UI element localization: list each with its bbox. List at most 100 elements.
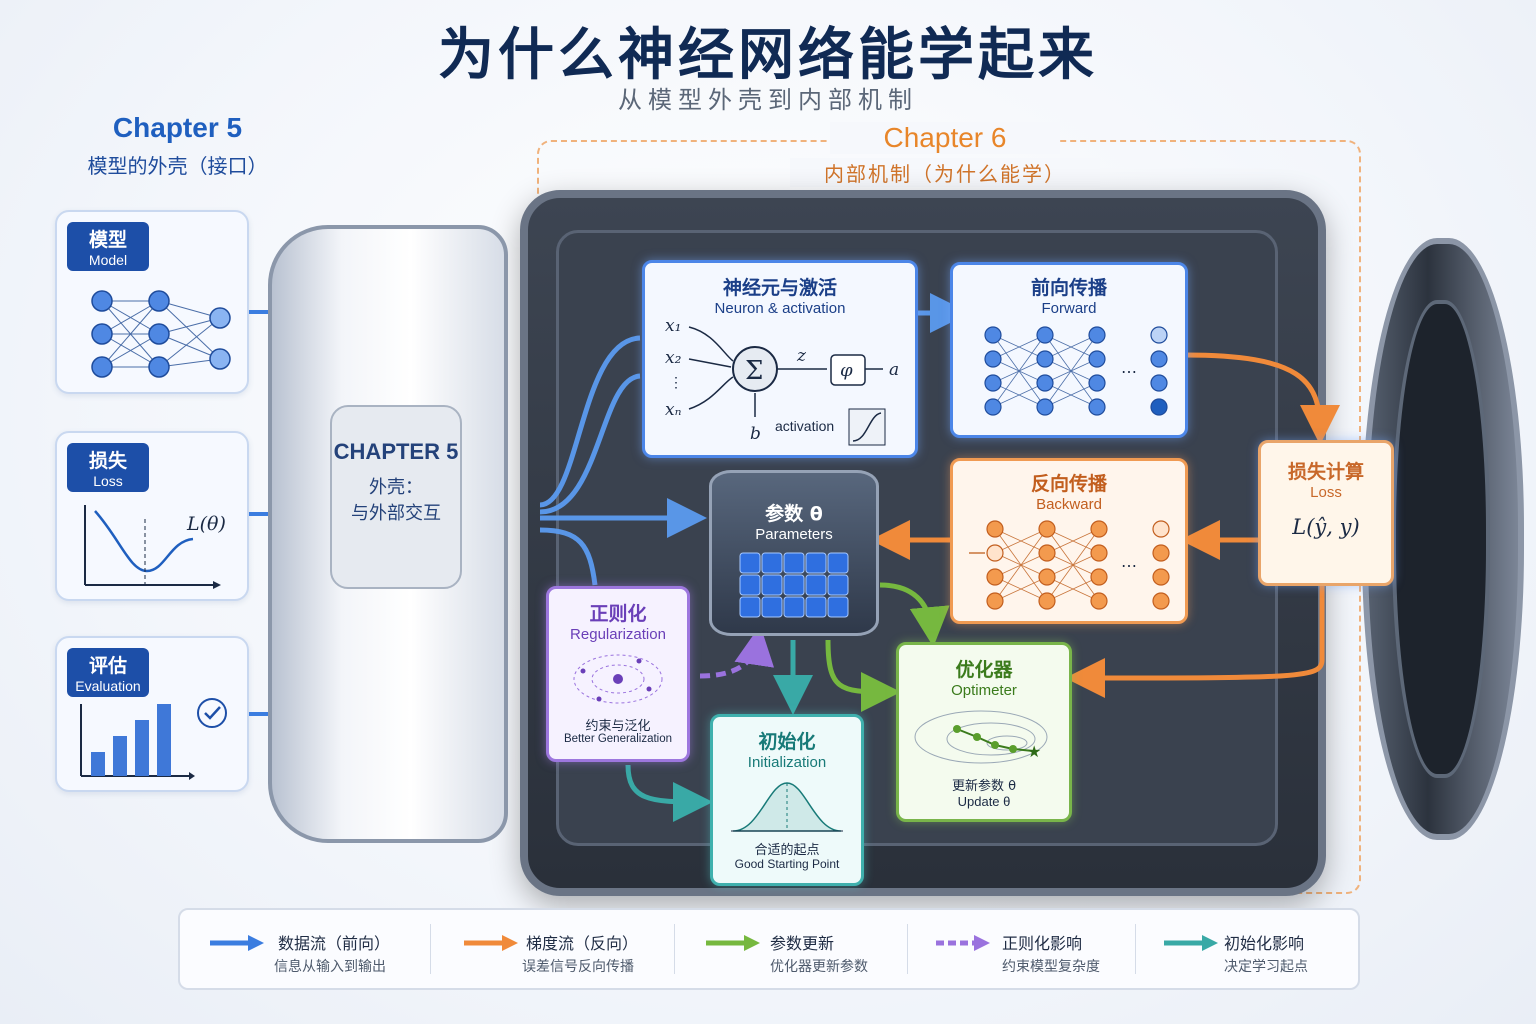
optimizer-caption-zh: 更新参数 θ xyxy=(951,779,1017,794)
svg-text:⋯: ⋯ xyxy=(1121,556,1137,575)
neuron-title-en: Neuron & activation xyxy=(714,300,846,317)
backward-module: 反向传播 Backward ⋯ xyxy=(950,458,1188,624)
legend-divider xyxy=(674,924,675,974)
svg-text:x₁: x₁ xyxy=(665,316,681,336)
forward-network-icon: ⋯ xyxy=(984,326,1168,416)
legend-update-title: 参数更新 xyxy=(770,934,835,953)
legend-forward-title: 数据流（前向） xyxy=(278,934,391,953)
shell-panel: CHAPTER 5 外壳： 与外部交互 xyxy=(330,405,462,589)
svg-text:⋮: ⋮ xyxy=(669,375,683,391)
initialization-title-en: Initialization xyxy=(747,754,827,771)
loss-title-en: Loss xyxy=(1310,484,1342,501)
legend-item-forward: 数据流（前向） 信息从输入到输出 xyxy=(204,910,434,988)
model-badge-zh: 模型 xyxy=(88,229,127,251)
shell-line2: 与外部交互 xyxy=(351,503,441,524)
svg-text:⋯: ⋯ xyxy=(1121,362,1137,381)
orange-arrow-icon xyxy=(464,935,518,951)
loss-title-zh: 损失计算 xyxy=(1287,461,1364,483)
chapter6-subtitle: 内部机制（为什么能学） xyxy=(790,158,1100,187)
backward-network-icon: ⋯ xyxy=(969,520,1170,610)
initialization-title-zh: 初始化 xyxy=(758,731,816,753)
model-badge-en: Model xyxy=(88,252,128,268)
svg-text:Σ: Σ xyxy=(745,356,763,386)
regularization-caption-zh: 约束与泛化 xyxy=(585,719,651,734)
legend-item-regularization: 正则化影响 约束模型复杂度 xyxy=(934,910,1144,988)
page-title: 为什么神经网络能学起来 xyxy=(438,23,1098,88)
initialization-module: 初始化 Initialization 合适的起点 Good Starting P… xyxy=(710,714,864,886)
legend: 数据流（前向） 信息从输入到输出 梯度流（反向） 误差信号反向传播 参数更新 优… xyxy=(178,908,1360,990)
page-subtitle: 从模型外壳到内部机制 xyxy=(618,86,918,114)
forward-title-en: Forward xyxy=(1041,300,1097,317)
model-badge: 模型 Model xyxy=(67,222,149,271)
loss-module-formula: L(ŷ, y) xyxy=(1292,515,1360,539)
loss-badge: 损失 Loss xyxy=(67,443,149,492)
shell-title: CHAPTER 5 xyxy=(333,439,459,464)
parameters-module: 参数 θ Parameters xyxy=(709,470,879,636)
regularization-module: 正则化 Regularization 约束与泛化 Better Generali… xyxy=(546,586,690,762)
chapter6-title: Chapter 6 xyxy=(830,122,1060,154)
loss-badge-zh: 损失 xyxy=(88,450,127,472)
bar-chart-icon xyxy=(80,698,227,780)
legend-update-desc: 优化器更新参数 xyxy=(770,959,868,975)
legend-regularization-title: 正则化影响 xyxy=(1002,934,1083,953)
evaluation-badge-zh: 评估 xyxy=(88,655,127,677)
backward-title-en: Backward xyxy=(1036,496,1102,513)
chapter5-subtitle: 模型的外壳（接口） xyxy=(87,154,268,178)
legend-divider xyxy=(907,924,908,974)
svg-text:★: ★ xyxy=(1027,742,1041,761)
shell-line1: 外壳： xyxy=(369,477,423,498)
loss-curve-icon xyxy=(84,505,221,589)
optimization-path-icon: ★ xyxy=(914,710,1048,764)
forward-title-zh: 前向传播 xyxy=(1030,277,1107,299)
loss-formula: L(θ) xyxy=(187,513,226,535)
parameter-cube-icon xyxy=(739,552,849,618)
svg-text:z: z xyxy=(796,346,807,366)
regularization-title-zh: 正则化 xyxy=(589,603,647,625)
purple-dashed-arrow-icon xyxy=(936,935,990,951)
legend-initialization-desc: 决定学习起点 xyxy=(1224,959,1308,975)
network-icon xyxy=(91,290,231,378)
loss-badge-en: Loss xyxy=(93,473,123,489)
gaussian-curve-icon xyxy=(731,782,843,832)
svg-text:φ: φ xyxy=(840,360,853,381)
blue-arrow-icon xyxy=(210,935,264,951)
legend-initialization-title: 初始化影响 xyxy=(1224,934,1305,953)
initialization-caption-zh: 合适的起点 xyxy=(754,843,820,858)
svg-text:x₂: x₂ xyxy=(665,348,682,368)
model-card: 模型 Model xyxy=(55,210,249,394)
forward-module: 前向传播 Forward ⋯ xyxy=(950,262,1188,438)
legend-item-update: 参数更新 优化器更新参数 xyxy=(700,910,910,988)
optimizer-caption-en: Update θ xyxy=(957,794,1011,809)
svg-text:xₙ: xₙ xyxy=(665,400,682,420)
optimizer-title-en: Optimeter xyxy=(951,682,1017,699)
svg-text:a: a xyxy=(889,360,899,380)
optimizer-title-zh: 优化器 xyxy=(955,659,1013,681)
loss-module: 损失计算 Loss L(ŷ, y) xyxy=(1258,440,1394,586)
loss-card: 损失 Loss L(θ) xyxy=(55,431,249,601)
legend-forward-desc: 信息从输入到输出 xyxy=(274,959,386,975)
neuron-title-zh: 神经元与激活 xyxy=(722,277,837,299)
legend-divider xyxy=(1135,924,1136,974)
green-arrow-icon xyxy=(706,935,760,951)
legend-item-initialization: 初始化影响 决定学习起点 xyxy=(1162,910,1352,988)
initialization-caption-en: Good Starting Point xyxy=(734,857,840,871)
regularization-caption-en: Better Generalization xyxy=(563,733,673,745)
evaluation-card: 评估 Evaluation xyxy=(55,636,249,792)
evaluation-badge: 评估 Evaluation xyxy=(67,648,149,697)
svg-text:b: b xyxy=(750,424,761,444)
neuron-activation-module: 神经元与激活 Neuron & activation x₁ x₂ ⋮ xₙ Σ … xyxy=(642,260,918,458)
legend-gradient-title: 梯度流（反向） xyxy=(526,934,639,953)
vault-door-inner xyxy=(1392,300,1490,778)
legend-regularization-desc: 约束模型复杂度 xyxy=(1002,959,1100,975)
constraint-orbit-icon xyxy=(573,654,663,704)
legend-gradient-desc: 误差信号反向传播 xyxy=(522,959,634,975)
legend-divider xyxy=(430,924,431,974)
legend-item-gradient: 梯度流（反向） 误差信号反向传播 xyxy=(458,910,688,988)
optimizer-module: 优化器 Optimeter ★ 更新参数 θ Update θ xyxy=(896,642,1072,822)
teal-arrow-icon xyxy=(1164,935,1218,951)
params-title-zh: 参数 θ xyxy=(765,503,823,525)
neuron-diagram: x₁ x₂ ⋮ xₙ Σ z φ a b xyxy=(665,316,899,446)
evaluation-badge-en: Evaluation xyxy=(75,678,141,694)
regularization-title-en: Regularization xyxy=(570,626,666,643)
